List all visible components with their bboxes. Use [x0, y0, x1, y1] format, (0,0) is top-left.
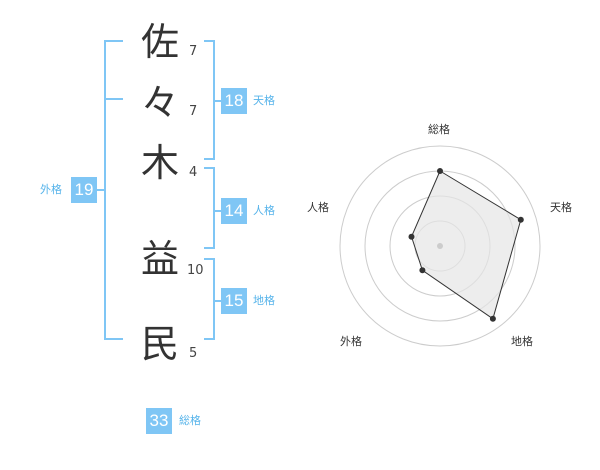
tenkaku-value-badge: 18	[221, 88, 247, 114]
soukaku-label: 総格	[179, 414, 201, 427]
gaikaku-label: 外格	[40, 183, 62, 196]
radar-axis-label-soukaku: 総格	[428, 123, 450, 136]
radar-point-1	[437, 168, 443, 174]
chikaku-label: 地格	[253, 294, 275, 307]
radar-point-2	[517, 216, 524, 223]
name-char-1: 佐	[140, 20, 179, 64]
radar-point-4	[419, 267, 426, 274]
radar-axis-label-tenkaku: 天格	[550, 201, 572, 214]
radar-center-dot	[437, 243, 443, 249]
radar-axis-label-chikaku: 地格	[511, 335, 533, 348]
jinkaku-value-badge: 14	[221, 198, 247, 224]
chikaku-value-badge: 15	[221, 288, 247, 314]
chikaku-bracket	[204, 258, 215, 340]
stroke-count-1: 7	[189, 44, 198, 59]
stroke-count-5: 5	[189, 346, 198, 361]
stroke-count-2: 7	[189, 104, 198, 119]
radar-axis-label-gaikaku: 外格	[340, 335, 362, 348]
radar-point-3	[489, 315, 496, 322]
soukaku-value-badge: 33	[146, 408, 172, 434]
name-char-3: 木	[140, 141, 179, 185]
name-char-5: 民	[140, 322, 179, 366]
stroke-count-3: 4	[189, 165, 198, 180]
gaikaku-value-badge: 19	[71, 177, 97, 203]
radar-point-5	[408, 233, 415, 240]
radar-axis-label-jinkaku: 人格	[307, 201, 329, 214]
radar-polygon	[410, 170, 522, 320]
name-char-2: 々	[140, 81, 179, 125]
radar-ring-4	[339, 145, 541, 347]
tenkaku-label: 天格	[253, 94, 275, 107]
jinkaku-label: 人格	[253, 204, 275, 217]
jinkaku-bracket	[204, 167, 215, 249]
stroke-count-4: 10	[187, 263, 204, 278]
name-char-4: 益	[140, 237, 179, 281]
